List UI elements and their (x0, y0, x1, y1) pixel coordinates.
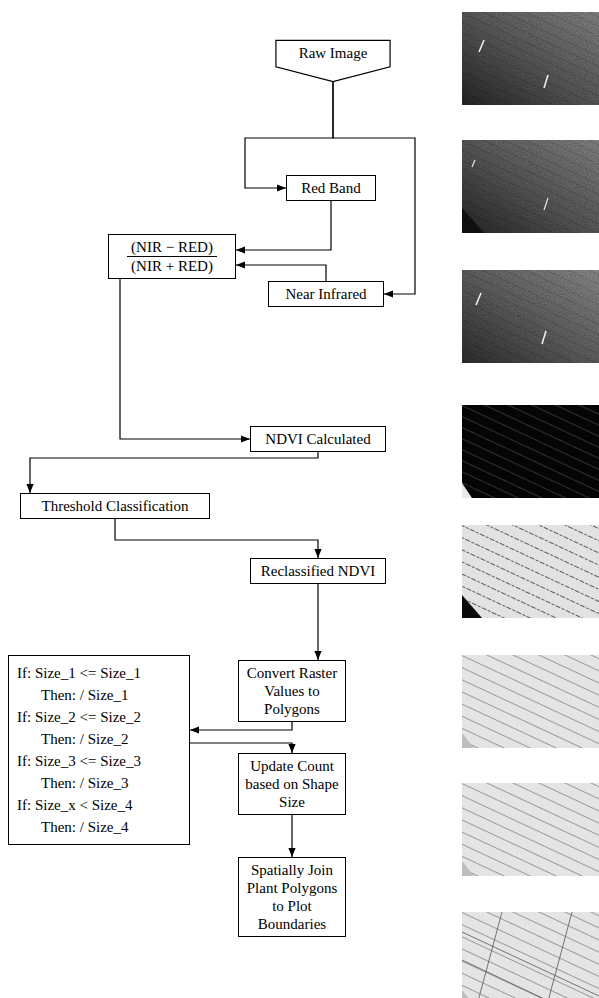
box-label: Near Infrared (285, 285, 366, 303)
flow-arrow (236, 265, 326, 281)
box-label: If: Size_3 <= Size_3 (17, 750, 141, 772)
box-label: Raw Image (299, 44, 368, 62)
flow-arrow (190, 743, 292, 753)
condition-box: If: Size_1 <= Size_1Then: / Size_1If: Si… (8, 655, 190, 845)
process-box: Convert Raster Values to Polygons (238, 660, 346, 722)
box-label: Then: / Size_2 (17, 728, 128, 750)
flow-arrow (291, 815, 292, 857)
box-label: If: Size_1 <= Size_1 (17, 662, 141, 684)
process-box: Update Count based on Shape Size (238, 753, 346, 815)
box-label: (NIR + RED) (127, 257, 217, 275)
box-label: (NIR − RED) (127, 238, 217, 257)
box-label: Spatially Join Plant Polygons to Plot Bo… (243, 861, 341, 933)
flow-arrow (120, 279, 250, 439)
process-box: Red Band (286, 175, 376, 201)
process-box: Near Infrared (268, 281, 384, 307)
box-label: Threshold Classification (41, 497, 188, 515)
formula-box: (NIR − RED)(NIR + RED) (108, 234, 236, 279)
box-label: Then: / Size_3 (17, 772, 128, 794)
box-label: Then: / Size_4 (17, 816, 128, 838)
flow-arrow (115, 519, 318, 558)
start-terminal: Raw Image (275, 40, 391, 82)
flow-arrow (317, 584, 318, 660)
process-box: NDVI Calculated (250, 426, 386, 452)
box-label: If: Size_x < Size_4 (17, 794, 133, 816)
flow-arrow (190, 722, 292, 730)
process-box: Threshold Classification (20, 493, 210, 519)
flow-arrow (245, 82, 333, 188)
box-label: Then: / Size_1 (17, 684, 128, 706)
box-label: NDVI Calculated (265, 430, 370, 448)
box-label: Reclassified NDVI (261, 562, 376, 580)
flow-arrow (30, 452, 318, 493)
process-box: Reclassified NDVI (250, 558, 386, 584)
flow-arrow (236, 201, 331, 250)
box-label: Red Band (301, 179, 361, 197)
box-label: Update Count based on Shape Size (243, 757, 341, 811)
box-label: Convert Raster Values to Polygons (243, 664, 341, 718)
process-box: Spatially Join Plant Polygons to Plot Bo… (238, 857, 346, 937)
box-label: If: Size_2 <= Size_2 (17, 706, 141, 728)
pentagon-shape (276, 40, 390, 81)
